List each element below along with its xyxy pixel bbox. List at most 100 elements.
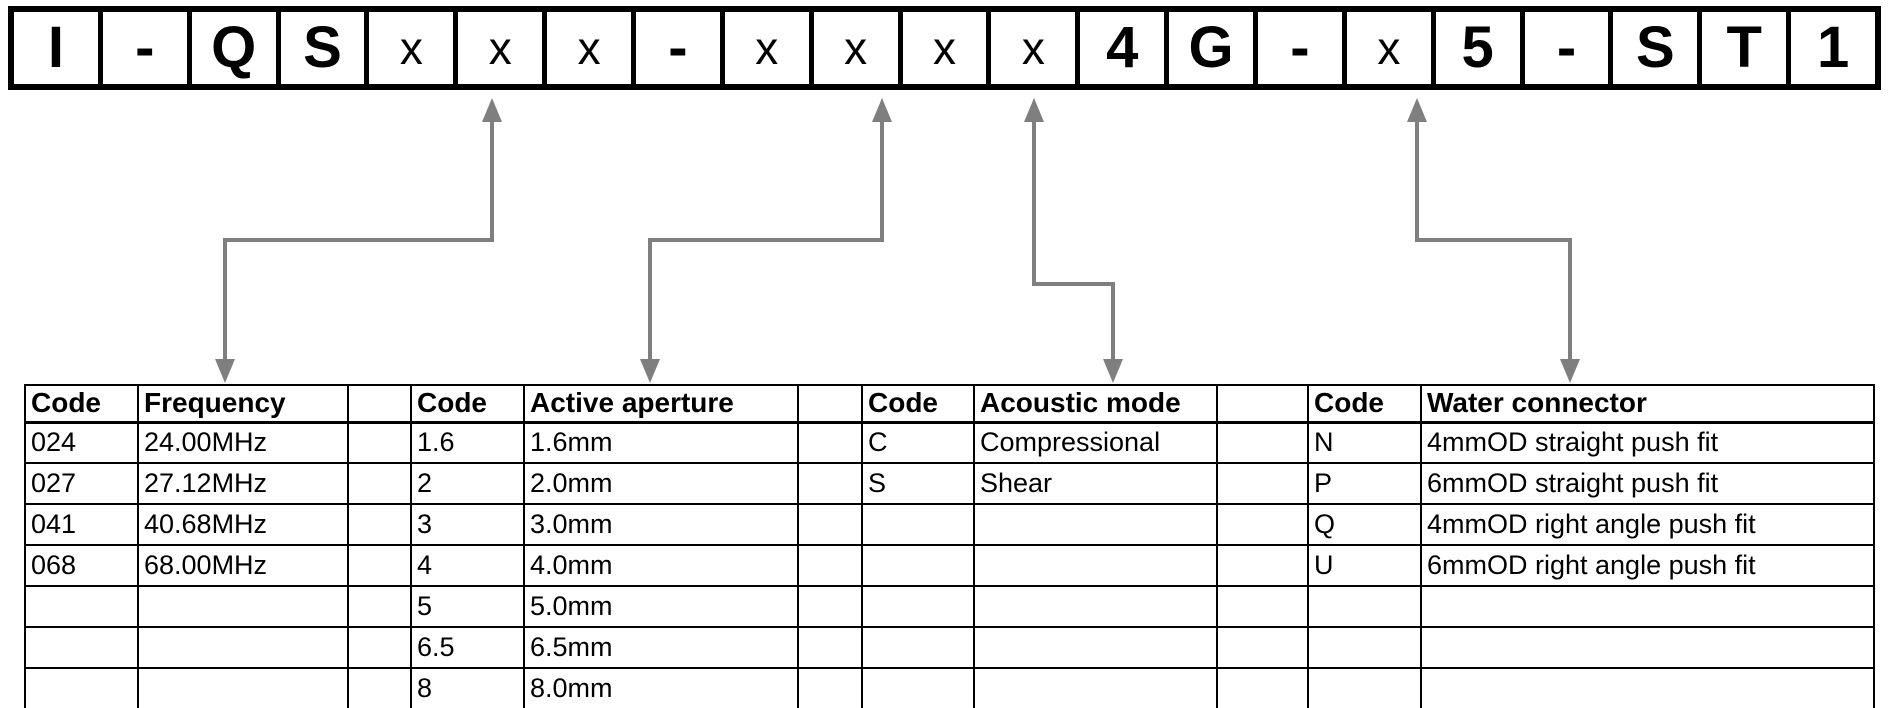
code-cell — [24, 667, 139, 708]
code-cell — [861, 503, 975, 546]
value-cell: 6.5mm — [523, 626, 799, 669]
spacer-cell — [1216, 667, 1309, 708]
code-cell: C — [861, 421, 975, 464]
acoustic-code-header: Code — [861, 384, 975, 424]
code-cell: 068 — [24, 544, 139, 587]
code-char-cell: - — [631, 12, 720, 84]
value-cell: 8.0mm — [523, 667, 799, 708]
code-cell: N — [1307, 421, 1422, 464]
code-cell: 3 — [410, 503, 525, 546]
spacer-cell — [1216, 626, 1309, 669]
code-char-cell: x — [986, 12, 1075, 84]
spacer-cell — [347, 462, 412, 505]
code-cell — [1307, 667, 1422, 708]
value-cell: 6mmOD straight push fit — [1420, 462, 1875, 505]
spacer-cell — [797, 503, 863, 546]
code-cell: U — [1307, 544, 1422, 587]
code-cell — [24, 585, 139, 628]
code-char-cell: Q — [186, 12, 276, 84]
code-char-cell: 5 — [1430, 12, 1520, 84]
code-char-cell: - — [1253, 12, 1342, 84]
code-char-cell: S — [275, 12, 365, 84]
spacer-cell — [347, 626, 412, 669]
value-cell — [137, 626, 349, 669]
value-cell: 27.12MHz — [137, 462, 349, 505]
spacer-cell — [347, 384, 412, 424]
value-cell — [1420, 585, 1875, 628]
value-cell — [973, 585, 1218, 628]
spacer-cell — [347, 585, 412, 628]
water-code-header: Code — [1307, 384, 1422, 424]
code-char-cell: x — [364, 12, 453, 84]
spacer-cell — [797, 585, 863, 628]
table-row: 027 27.12MHz 2 2.0mm S Shear P 6mmOD str… — [24, 462, 1875, 505]
arrow-water-connector — [1407, 98, 1580, 383]
code-cell — [861, 585, 975, 628]
value-cell — [973, 503, 1218, 546]
spacer-cell — [347, 544, 412, 587]
code-char-cell: x — [897, 12, 987, 84]
code-cell: 6.5 — [410, 626, 525, 669]
frequency-code-header: Code — [24, 384, 139, 424]
value-cell — [137, 585, 349, 628]
code-cell — [861, 544, 975, 587]
spacer-cell — [1216, 544, 1309, 587]
value-cell — [973, 626, 1218, 669]
code-cell: 041 — [24, 503, 139, 546]
value-cell: 4mmOD straight push fit — [1420, 421, 1875, 464]
code-char-cell: 1 — [1786, 12, 1875, 84]
value-cell — [973, 544, 1218, 587]
code-char-cell: G — [1164, 12, 1253, 84]
frequency-header: Frequency — [137, 384, 349, 424]
spacer-cell — [1216, 384, 1309, 424]
spacer-cell — [1216, 585, 1309, 628]
code-char-cell: - — [1519, 12, 1609, 84]
code-cell: 2 — [410, 462, 525, 505]
code-cell — [1307, 585, 1422, 628]
value-cell: Compressional — [973, 421, 1218, 464]
code-cell: 4 — [410, 544, 525, 587]
spacer-cell — [797, 384, 863, 424]
code-char-cell: S — [1608, 12, 1697, 84]
value-cell: 1.6mm — [523, 421, 799, 464]
code-char-cell: x — [808, 12, 898, 84]
table-row: 8 8.0mm — [24, 667, 1875, 708]
code-cell — [861, 626, 975, 669]
code-legend-table: Code Frequency Code Active aperture Code… — [24, 384, 1875, 708]
code-char-cell: T — [1697, 12, 1786, 84]
code-cell — [861, 667, 975, 708]
value-cell — [137, 667, 349, 708]
value-cell: 6mmOD right angle push fit — [1420, 544, 1875, 587]
arrow-active-aperture — [640, 98, 892, 383]
code-cell: 8 — [410, 667, 525, 708]
spacer-cell — [1216, 462, 1309, 505]
spacer-cell — [347, 421, 412, 464]
value-cell: 4.0mm — [523, 544, 799, 587]
value-cell: 5.0mm — [523, 585, 799, 628]
spacer-cell — [797, 544, 863, 587]
spacer-cell — [347, 503, 412, 546]
value-cell: 2.0mm — [523, 462, 799, 505]
code-cell: 024 — [24, 421, 139, 464]
spacer-cell — [1216, 421, 1309, 464]
value-cell: 68.00MHz — [137, 544, 349, 587]
value-cell: 4mmOD right angle push fit — [1420, 503, 1875, 546]
value-cell: 3.0mm — [523, 503, 799, 546]
water-connector-header: Water connector — [1420, 384, 1875, 424]
code-cell: 027 — [24, 462, 139, 505]
spacer-cell — [797, 667, 863, 708]
part-number-code-strip: I - Q S x x x - x x x x 4 G - x 5 - S T … — [8, 6, 1881, 90]
value-cell: 24.00MHz — [137, 421, 349, 464]
spacer-cell — [1216, 503, 1309, 546]
table-row: 024 24.00MHz 1.6 1.6mm C Compressional N… — [24, 421, 1875, 464]
code-char-cell: - — [97, 12, 187, 84]
spacer-cell — [797, 462, 863, 505]
code-char-cell: x — [1341, 12, 1431, 84]
active-aperture-header: Active aperture — [523, 384, 799, 424]
table-row: 068 68.00MHz 4 4.0mm U 6mmOD right angle… — [24, 544, 1875, 587]
code-cell: 5 — [410, 585, 525, 628]
value-cell — [973, 667, 1218, 708]
code-cell: S — [861, 462, 975, 505]
spacer-cell — [797, 626, 863, 669]
